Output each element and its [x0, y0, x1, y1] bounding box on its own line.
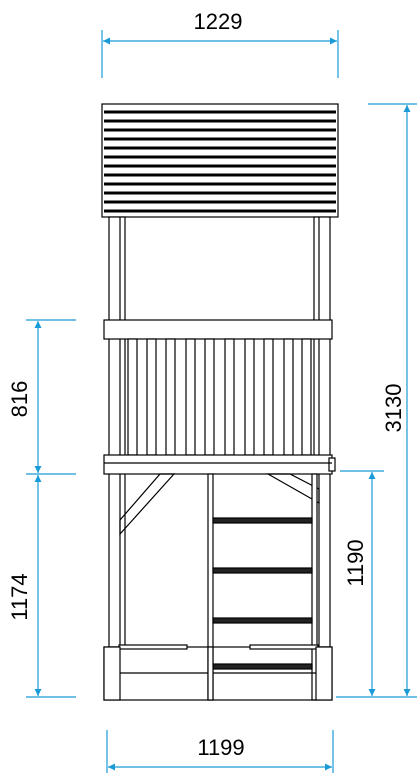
ladder-rung	[212, 617, 313, 624]
label-lower-height: 1174	[7, 573, 32, 621]
deck	[103, 454, 336, 475]
braces	[119, 473, 320, 536]
railing-slats	[127, 338, 312, 456]
label-platform-height: 1190	[343, 539, 368, 587]
corner-seat-right	[249, 644, 319, 650]
corner-seat-left	[118, 644, 188, 650]
ladder-rung	[212, 517, 313, 524]
ladder	[207, 473, 318, 701]
corner-block-left	[103, 646, 121, 701]
roof	[101, 103, 339, 218]
label-top-width: 1229	[193, 9, 243, 34]
label-bottom-width: 1199	[197, 735, 245, 760]
label-upper-height: 816	[7, 380, 32, 418]
label-total-height: 3130	[381, 383, 406, 433]
dimension-lines	[26, 30, 417, 773]
ladder-rung	[212, 663, 313, 670]
posts	[108, 216, 331, 648]
corner-block-right	[315, 646, 333, 701]
roof-slats	[104, 110, 336, 213]
sandbox-base	[103, 644, 333, 701]
upper-railing	[103, 319, 333, 456]
deck-beam	[103, 454, 333, 475]
top-rail	[103, 319, 333, 340]
deck-bracket	[328, 457, 336, 472]
left-post	[108, 216, 126, 648]
ladder-rung	[212, 567, 313, 574]
